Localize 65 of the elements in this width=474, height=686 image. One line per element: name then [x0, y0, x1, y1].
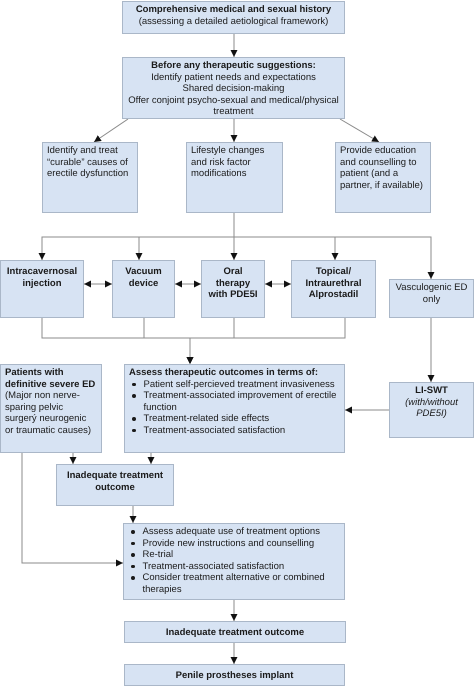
heading-text: Inadequate treatment outcome — [164, 627, 306, 638]
body-text: Shared decision-making — [182, 83, 286, 94]
bullet-text: Treatment-associated improvement of erectile function — [144, 390, 338, 413]
bullet-text: Treatment-associated satisfaction — [144, 424, 286, 436]
heading-text: Penile prostheses implant — [174, 670, 294, 682]
heading-text: Assess therapeutic outcomes in terms of: — [129, 367, 319, 378]
arrow — [428, 318, 434, 382]
bullet-text: Treatment-associated satisfaction — [142, 560, 284, 572]
bullet-text: Treatment-related side effects — [144, 413, 270, 424]
body-text: Vasculogenic ED only — [394, 282, 468, 305]
process-box — [389, 279, 474, 318]
process-box — [56, 464, 174, 506]
arrow — [234, 212, 434, 280]
arrow — [22, 452, 124, 566]
process-box — [124, 364, 345, 453]
arrow — [94, 118, 128, 142]
process-box — [42, 142, 138, 213]
process-box — [335, 142, 431, 213]
process-box — [124, 664, 345, 686]
arrow — [130, 506, 136, 524]
process-box — [122, 1, 345, 34]
process-box — [123, 523, 345, 600]
body-text: (with/without PDE5I) — [404, 396, 460, 420]
bullet-text: Patient self-percieved treatment invasiveness — [144, 378, 335, 390]
arrow — [230, 34, 238, 58]
process-box — [0, 260, 84, 318]
arrow — [84, 280, 112, 288]
process-box — [291, 260, 376, 318]
arrow — [230, 600, 238, 622]
heading-text: Before any therapeutic suggestions: — [150, 60, 317, 72]
bullet-text: Assess adequate use of treatment options — [142, 526, 320, 538]
heading-text: Intracavernosal injection — [6, 266, 78, 289]
body-text: Lifestyle changes and risk factor modifications — [191, 145, 266, 180]
arrow — [230, 642, 238, 664]
heading-text: Inadequate treatment outcome — [66, 470, 164, 493]
arrow — [186, 318, 346, 364]
arrow — [174, 280, 202, 288]
heading-text: Topical/ Intraurethral Alprostadil — [304, 266, 362, 300]
body-text: Identify and treat “curable” causes of erectile dysfunction — [47, 145, 130, 180]
arrow — [340, 118, 380, 142]
heading-text: LI-SWT — [414, 385, 449, 396]
process-box — [122, 57, 345, 119]
process-box — [124, 621, 346, 643]
body-text: Offer conjoint psycho-sexual and medical/physical treatment — [127, 94, 340, 118]
process-box — [389, 382, 474, 438]
body-text: Identify patient needs and expectations — [150, 72, 317, 83]
body-text: (Major non nerve-sparing pelvic surgerý neurogenic or traumatic causes) — [5, 390, 92, 436]
heading-text: Oral therapy with PDE5I — [207, 266, 259, 300]
bullet-text: Provide new instructions and counselling — [142, 538, 314, 549]
heading-text: Comprehensive medical and sexual history — [134, 4, 332, 16]
body-text: (assessing a detailed aetiological framework) — [138, 16, 330, 27]
process-box — [186, 142, 283, 213]
arrow — [70, 452, 76, 464]
process-box — [0, 364, 102, 453]
arrow — [344, 406, 390, 414]
heading-text: Patients with definitive severe ED — [5, 367, 96, 390]
process-box — [112, 260, 175, 318]
body-text: Provide education and counselling to patient (and a partner, if available) — [340, 145, 424, 191]
bullet-text: Re-trial — [142, 549, 174, 560]
heading-text: Vacuum device — [124, 266, 163, 289]
arrow — [264, 280, 292, 288]
arrow — [230, 118, 238, 142]
process-box — [201, 260, 265, 318]
arrow — [148, 452, 154, 464]
bullet-text: Consider treatment alternative or combined therapies — [142, 572, 326, 595]
